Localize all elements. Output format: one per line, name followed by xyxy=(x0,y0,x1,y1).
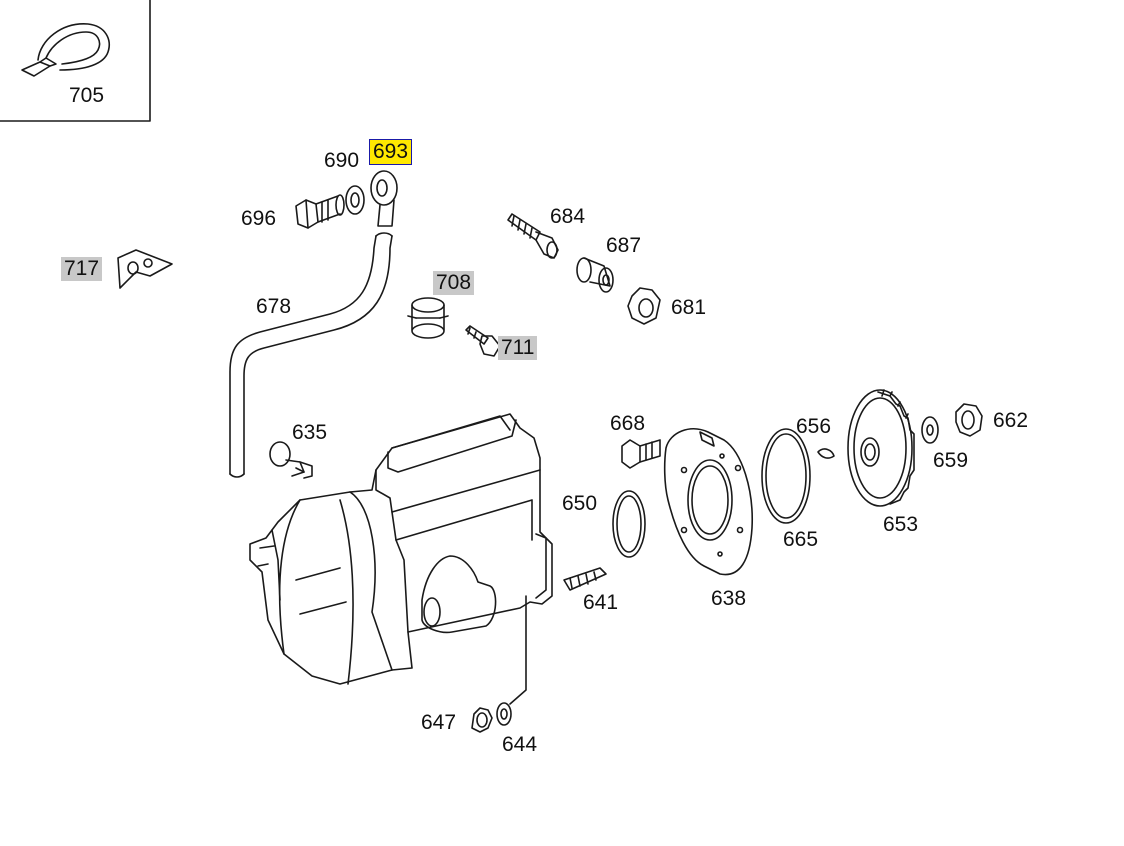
bolt-711[interactable] xyxy=(465,325,501,357)
part-label-656[interactable]: 656 xyxy=(796,415,832,438)
flange-plate-638[interactable] xyxy=(663,428,753,576)
stud-641[interactable] xyxy=(563,567,607,591)
part-label-693[interactable]: 693 xyxy=(369,139,413,165)
nut-647[interactable] xyxy=(471,707,493,733)
banjo-fitting-693[interactable] xyxy=(370,170,398,227)
screw-684[interactable] xyxy=(507,213,559,259)
plug-635[interactable] xyxy=(269,441,313,479)
grommet-708[interactable] xyxy=(407,297,449,339)
washer-644[interactable] xyxy=(496,702,512,726)
nut-662[interactable] xyxy=(955,403,983,437)
part-label-635[interactable]: 635 xyxy=(292,421,328,444)
washer-659[interactable] xyxy=(921,416,939,444)
part-label-690[interactable]: 690 xyxy=(324,149,360,172)
part-label-641[interactable]: 641 xyxy=(583,591,619,614)
fitting-687[interactable] xyxy=(576,257,614,293)
o-ring-650[interactable] xyxy=(612,490,646,558)
bracket-717[interactable] xyxy=(117,249,173,289)
bolt-668[interactable] xyxy=(621,439,661,469)
part-label-659[interactable]: 659 xyxy=(933,449,969,472)
part-label-711[interactable]: 711 xyxy=(498,336,538,360)
inset-box-705 xyxy=(0,0,151,122)
part-label-650[interactable]: 650 xyxy=(562,492,598,515)
nut-681[interactable] xyxy=(627,287,661,325)
part-label-687[interactable]: 687 xyxy=(606,234,642,257)
part-label-684[interactable]: 684 xyxy=(550,205,586,228)
part-label-717[interactable]: 717 xyxy=(61,257,103,281)
gear-653[interactable] xyxy=(847,389,915,507)
part-label-668[interactable]: 668 xyxy=(610,412,646,435)
part-label-647[interactable]: 647 xyxy=(421,711,457,734)
part-label-638[interactable]: 638 xyxy=(711,587,747,610)
part-label-665[interactable]: 665 xyxy=(783,528,819,551)
key-656[interactable] xyxy=(817,448,835,459)
washer-690[interactable] xyxy=(345,185,365,215)
cable-tie-705[interactable] xyxy=(21,23,110,77)
part-label-653[interactable]: 653 xyxy=(883,513,919,536)
hose-678[interactable] xyxy=(229,232,393,478)
banjo-bolt-696[interactable] xyxy=(295,194,345,229)
part-label-644[interactable]: 644 xyxy=(502,733,538,756)
pump-housing xyxy=(249,413,553,685)
part-label-681[interactable]: 681 xyxy=(671,296,707,319)
part-label-705[interactable]: 705 xyxy=(69,84,105,107)
leader-line-644 xyxy=(509,595,527,705)
part-label-662[interactable]: 662 xyxy=(993,409,1029,432)
part-label-696[interactable]: 696 xyxy=(241,207,277,230)
part-label-678[interactable]: 678 xyxy=(256,295,292,318)
part-label-708[interactable]: 708 xyxy=(433,271,475,295)
o-ring-665[interactable] xyxy=(761,428,811,524)
